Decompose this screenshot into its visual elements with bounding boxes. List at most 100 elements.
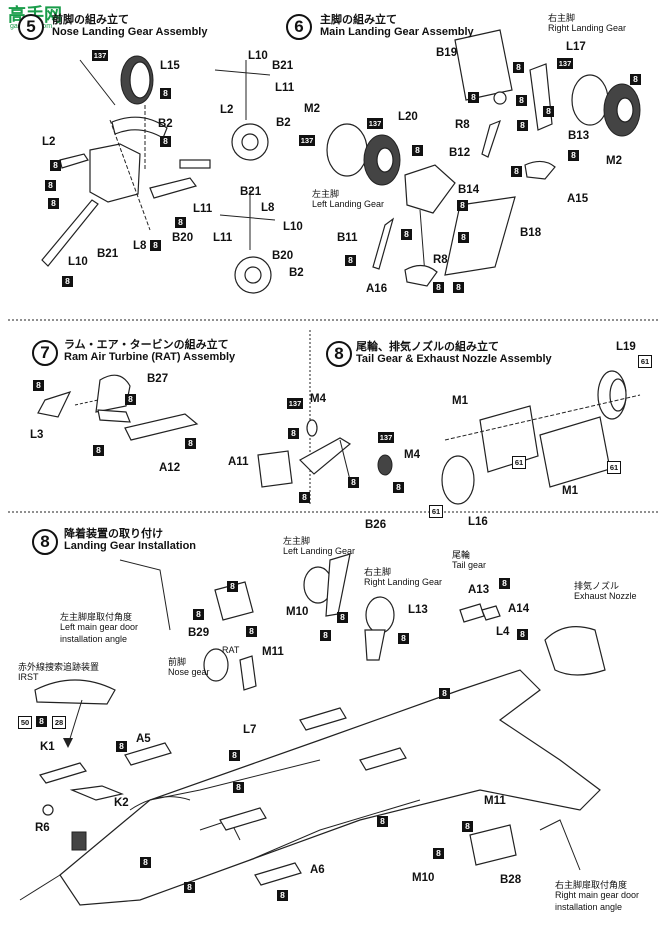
part-label-r8-right: R8 — [455, 119, 470, 131]
paint-code-badge: 8 — [511, 166, 522, 177]
part-label-l13: L13 — [408, 604, 428, 616]
part-label-l3: L3 — [30, 429, 44, 441]
part-label-l16: L16 — [468, 516, 488, 528]
paint-code-badge: 8 — [337, 612, 348, 623]
part-label-l8-nose: L8 — [133, 240, 147, 252]
install-right-gear-en: Right Landing Gear — [364, 577, 443, 587]
paint-code-badge: 8 — [45, 180, 56, 191]
part-label-a14: A14 — [508, 603, 530, 615]
exhaust-nozzle-drawing — [441, 370, 641, 505]
right-gear-jp: 右主脚 — [548, 13, 576, 23]
nose-gear-small-views — [214, 60, 276, 294]
paint-code-badge-61: 61 — [512, 456, 526, 469]
paint-code-badge: 8 — [320, 630, 331, 641]
part-label-a15: A15 — [567, 193, 589, 205]
paint-code-badge: 8 — [116, 741, 127, 752]
part-label-l10-nose: L10 — [68, 256, 88, 268]
part-label-k1: K1 — [40, 741, 55, 753]
part-label-l19: L19 — [616, 341, 636, 353]
part-label-l4: L4 — [496, 626, 510, 638]
paint-code-badge: 8 — [393, 482, 404, 493]
paint-code-badge: 8 — [462, 821, 473, 832]
part-label-m2-right: M2 — [606, 155, 622, 167]
part-label-a5: A5 — [136, 733, 151, 745]
part-label-b2-view2: B2 — [289, 267, 304, 279]
paint-code-badge: 8 — [468, 92, 479, 103]
part-label-b13: B13 — [568, 130, 590, 142]
paint-code-badge: 8 — [453, 282, 464, 293]
part-label-m1-top: M1 — [452, 395, 468, 407]
part-label-b26: B26 — [365, 519, 387, 531]
paint-code-badge: 8 — [36, 716, 47, 727]
main-gear-drawing — [326, 29, 641, 287]
paint-code-badge: 8 — [398, 633, 409, 644]
paint-code-badge-137: 137 — [299, 135, 315, 146]
step-title-en-5: Nose Landing Gear Assembly — [52, 26, 208, 38]
paint-code-badge: 8 — [543, 106, 554, 117]
right-door-angle-en-2: installation angle — [555, 902, 623, 912]
paint-code-badge-137: 137 — [378, 432, 394, 443]
part-label-l2-nose: L2 — [42, 136, 56, 148]
part-label-b20-view2: B20 — [272, 250, 294, 262]
step-title-jp-8-tail: 尾輪、排気ノズルの組み立て — [356, 341, 499, 353]
paint-code-badge: 8 — [439, 688, 450, 699]
paint-code-badge: 8 — [433, 848, 444, 859]
part-label-m1-bottom: M1 — [562, 485, 578, 497]
part-label-b20-nose: B20 — [172, 232, 194, 244]
paint-code-badge-137: 137 — [287, 398, 303, 409]
paint-code-badge: 8 — [568, 150, 579, 161]
step-title-jp-7: ラム・エア・タービンの組み立て — [64, 339, 229, 351]
paint-code-badge: 8 — [433, 282, 444, 293]
part-label-b19: B19 — [436, 47, 458, 59]
part-label-m4-bottom: M4 — [404, 449, 420, 461]
installation-gear-items — [34, 553, 606, 886]
left-door-angle-jp: 左主脚扉取付角度 — [60, 612, 133, 622]
part-label-b29: B29 — [188, 627, 210, 639]
paint-code-badge: 8 — [513, 62, 524, 73]
paint-code-badge: 8 — [185, 438, 196, 449]
paint-code-badge: 8 — [48, 198, 59, 209]
part-label-k2: K2 — [114, 797, 129, 809]
paint-code-badge: 8 — [193, 609, 204, 620]
paint-code-badge-50: 50 — [18, 716, 32, 729]
part-label-b2-view1: B2 — [276, 117, 291, 129]
left-door-angle-en-1: Left main gear door — [60, 622, 139, 632]
paint-code-badge: 8 — [499, 578, 510, 589]
step-title-en-7: Ram Air Turbine (RAT) Assembly — [64, 351, 236, 363]
paint-code-badge: 8 — [299, 492, 310, 503]
paint-code-badge: 8 — [348, 477, 359, 488]
part-label-l15: L15 — [160, 60, 180, 72]
part-label-r8-left: R8 — [433, 254, 448, 266]
paint-code-badge: 8 — [62, 276, 73, 287]
step-title-en-6: Main Landing Gear Assembly — [320, 26, 474, 38]
step-number-8-tail: 8 — [326, 341, 352, 367]
paint-code-badge: 8 — [412, 145, 423, 156]
paint-code-badge-61: 61 — [638, 355, 652, 368]
part-label-a11: A11 — [228, 456, 249, 468]
paint-code-badge: 8 — [125, 394, 136, 405]
right-door-angle-jp: 右主脚扉取付角度 — [555, 880, 628, 890]
tail-gear-drawing — [257, 419, 393, 489]
paint-code-badge: 8 — [150, 240, 161, 251]
exhaust-nozzle-en: Exhaust Nozzle — [574, 591, 637, 601]
install-right-gear-jp: 右主脚 — [364, 567, 392, 577]
part-label-b11: B11 — [337, 232, 358, 244]
step-number-7: 7 — [32, 340, 58, 366]
step-number-5: 5 — [18, 14, 44, 40]
paint-code-badge: 8 — [517, 629, 528, 640]
right-door-angle-en-1: Right main gear door — [555, 890, 640, 900]
right-gear-en: Right Landing Gear — [548, 23, 627, 33]
part-label-b21-view2: B21 — [240, 186, 262, 198]
rat-label: RAT — [222, 645, 240, 655]
part-label-l11-view1: L11 — [275, 82, 295, 94]
part-label-r6: R6 — [35, 822, 50, 834]
paint-code-badge: 8 — [401, 229, 412, 240]
part-label-m11-top: M11 — [262, 646, 284, 658]
part-label-l20: L20 — [398, 111, 418, 123]
part-label-a13: A13 — [468, 584, 490, 596]
left-gear-jp: 左主脚 — [312, 189, 340, 199]
paint-code-badge-28: 28 — [52, 716, 66, 729]
paint-code-badge-61: 61 — [607, 461, 621, 474]
part-label-l7: L7 — [243, 724, 257, 736]
